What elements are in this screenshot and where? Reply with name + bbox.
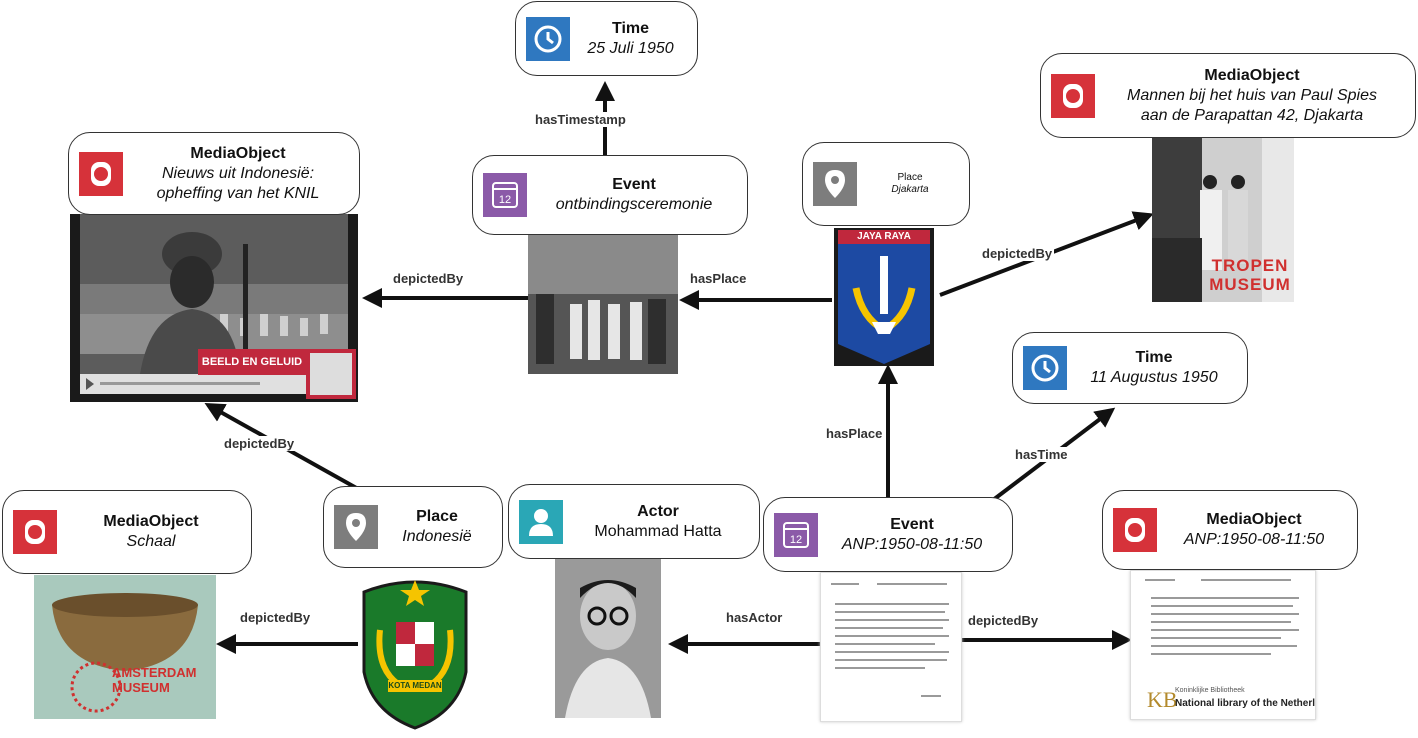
edge-label-hasPlace-event1: hasPlace <box>690 271 747 286</box>
node-label: 25 Juli 1950 <box>587 39 674 57</box>
ceremony-photo <box>528 234 678 374</box>
amsterdam-museum-logo: AMSTERDAM MUSEUM <box>112 665 197 695</box>
kota-medan-emblem: KOTA MEDAN <box>358 572 472 730</box>
edge-label-depictedBy-place1: depictedBy <box>980 246 1055 261</box>
node-label: ANP:1950-08-11:50 <box>841 535 983 553</box>
node-label: ontbindingsceremonie <box>555 196 713 213</box>
media-object-icon <box>1113 508 1157 552</box>
map-pin-icon <box>334 505 378 549</box>
edge-label-hasActor: hasActor <box>726 610 783 625</box>
node-type: Place <box>897 172 923 183</box>
edge-label-depictedBy-event2: depictedBy <box>968 613 1039 628</box>
anp-document-event <box>820 572 962 722</box>
kb-logo-mark: KB <box>1147 687 1178 712</box>
edge-label-hasPlace-event2: hasPlace <box>822 426 887 441</box>
schaal-graphic <box>34 575 216 719</box>
tropen-photo-graphic <box>1152 138 1294 302</box>
map-pin-icon <box>813 162 857 206</box>
node-type: Time <box>611 19 650 37</box>
edge-label-depictedBy-place2-media1: depictedBy <box>222 436 297 451</box>
node-type: MediaObject <box>1206 511 1302 528</box>
node-label: Nieuws uit Indonesië: opheffing van het … <box>156 164 320 202</box>
calendar-icon: 12 <box>483 173 527 217</box>
edge-label-hasTimestamp: hasTimestamp <box>533 112 628 127</box>
node-type: MediaObject <box>190 144 286 162</box>
video-frame-graphic <box>80 214 348 394</box>
beeld-en-geluid-logo: BEELD EN GELUID <box>198 349 306 375</box>
node-label: Schaal <box>126 533 176 550</box>
jaya-raya-shield-graphic <box>834 228 934 366</box>
node-label: 11 Augustus 1950 <box>1090 369 1218 386</box>
schaal-photo: AMSTERDAM MUSEUM <box>34 575 216 719</box>
node-type: Event <box>612 176 656 193</box>
jaya-raya-emblem: JAYA RAYA <box>832 226 936 368</box>
jaya-raya-banner: JAYA RAYA <box>857 231 911 242</box>
node-type: Time <box>1135 349 1173 366</box>
media-object-icon <box>1051 73 1095 118</box>
node-type: Place <box>416 508 458 525</box>
node-time-11-augustus[interactable]: Time 11 Augustus 1950 <box>1012 332 1248 404</box>
node-time-25-juli[interactable]: Time 25 Juli 1950 <box>515 1 698 76</box>
svg-text:12: 12 <box>499 194 511 206</box>
person-icon <box>519 499 563 544</box>
ceremony-graphic <box>528 234 678 374</box>
node-label: Djakarta <box>891 184 929 195</box>
node-type: MediaObject <box>1204 66 1300 84</box>
node-type: Actor <box>637 502 679 520</box>
edge-label-depictedBy-event1: depictedBy <box>393 271 464 286</box>
svg-text:12: 12 <box>790 534 802 546</box>
video-controls-icon[interactable] <box>306 349 356 399</box>
edge-label-hasTime: hasTime <box>1012 447 1071 462</box>
tropenmuseum-logo: TROPEN MUSEUM <box>1209 256 1291 294</box>
anp-document-media: KB Koninklijke Bibliotheek National libr… <box>1130 570 1316 720</box>
kb-name-dutch: Koninklijke Bibliotheek <box>1175 687 1245 694</box>
node-label: Indonesië <box>402 528 472 545</box>
tropenmuseum-photo: TROPEN MUSEUM <box>1152 138 1294 302</box>
node-label: Mannen bij het huis van Paul Spies aan d… <box>1127 86 1377 124</box>
hatta-portrait-graphic <box>555 558 661 718</box>
clock-icon <box>1023 346 1067 390</box>
node-event-ontbindingsceremonie[interactable]: 12 Event ontbindingsceremonie <box>472 155 748 235</box>
hatta-portrait <box>555 558 661 718</box>
kota-medan-banner: KOTA MEDAN <box>388 681 442 690</box>
node-label: Mohammad Hatta <box>594 522 722 540</box>
kb-name-english: National library of the Netherlands <box>1175 698 1316 709</box>
media-object-icon <box>13 510 57 554</box>
node-type: MediaObject <box>103 513 199 530</box>
media-object-icon <box>79 151 123 196</box>
node-label: ANP:1950-08-11:50 <box>1183 531 1325 548</box>
video-still-knil: BEELD EN GELUID <box>70 214 358 402</box>
kota-medan-shield-graphic <box>362 580 468 730</box>
calendar-icon: 12 <box>774 512 818 557</box>
edge-label-depictedBy-place2-media3: depictedBy <box>240 610 311 625</box>
clock-icon <box>526 16 570 61</box>
node-type: Event <box>890 515 934 533</box>
